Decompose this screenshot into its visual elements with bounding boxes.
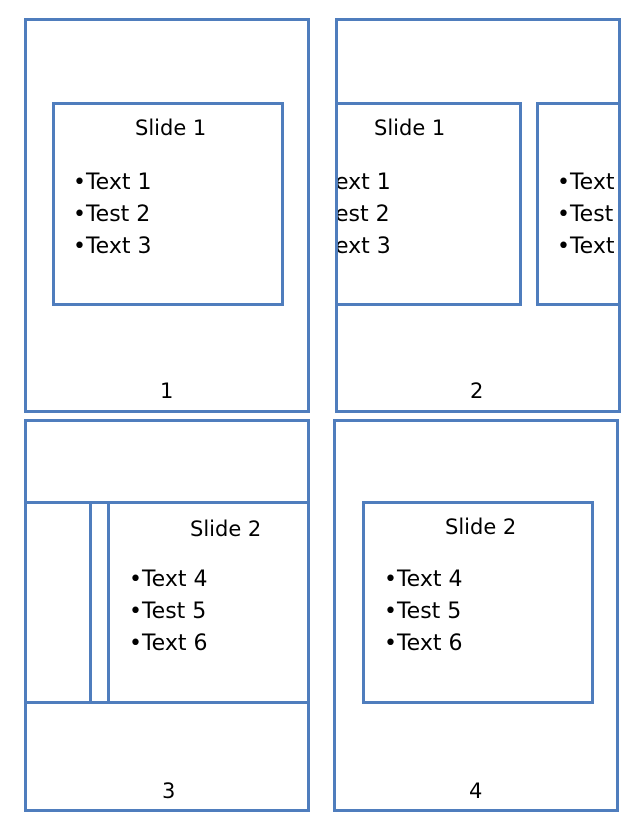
bullet-item: •Test 5: [129, 599, 207, 624]
bullet-item: •Text 4: [384, 567, 463, 592]
panel-3: Slide 2 •Text 4 •Test 5 •Text 6 3: [24, 419, 310, 812]
slide-title: Slide 1: [135, 116, 207, 140]
bullet-item: •Text 3: [73, 234, 152, 259]
slide-title: Slide 1: [374, 116, 446, 140]
bullet-item: •Text 6: [129, 631, 208, 656]
bullet-item: •Text: [557, 234, 615, 259]
bullet-item: •Text 6: [384, 631, 463, 656]
panel-number: 2: [470, 379, 484, 403]
panel-number: 4: [469, 779, 483, 803]
bullet-item: •Test: [557, 202, 614, 227]
bullet-item: ext 3: [335, 234, 391, 259]
bullet-item: •Text 1: [73, 170, 152, 195]
panel-number: 1: [160, 379, 174, 403]
bullet-item: •Test 2: [73, 202, 151, 227]
slide-2-card: Slide 2 •Text 4 •Test 5 •Text 6: [362, 501, 594, 704]
bullet-item: •Text: [557, 170, 615, 195]
slide-2-card: •Text •Test •Text: [536, 102, 618, 306]
slide-1-card: Slide 1 •Text 1 •Test 2 •Text 3: [52, 102, 284, 306]
bullet-item: •Text 4: [129, 567, 208, 592]
slide-1-card: Slide 1 ext 1 est 2 ext 3: [335, 102, 522, 306]
panel-number: 3: [162, 779, 176, 803]
bullet-item: ext 1: [335, 170, 391, 195]
bullet-item: est 2: [335, 202, 390, 227]
bullet-item: •Test 5: [384, 599, 462, 624]
slide-1-card: [27, 501, 92, 704]
slide-title: Slide 2: [445, 515, 517, 539]
panel-4: Slide 2 •Text 4 •Test 5 •Text 6 4: [333, 419, 619, 812]
panel-2: Slide 1 ext 1 est 2 ext 3 •Text •Test •T…: [335, 18, 621, 413]
panel-1: Slide 1 •Text 1 •Test 2 •Text 3 1: [24, 18, 310, 413]
slide-2-card: Slide 2 •Text 4 •Test 5 •Text 6: [107, 501, 307, 704]
slide-title: Slide 2: [190, 517, 262, 541]
